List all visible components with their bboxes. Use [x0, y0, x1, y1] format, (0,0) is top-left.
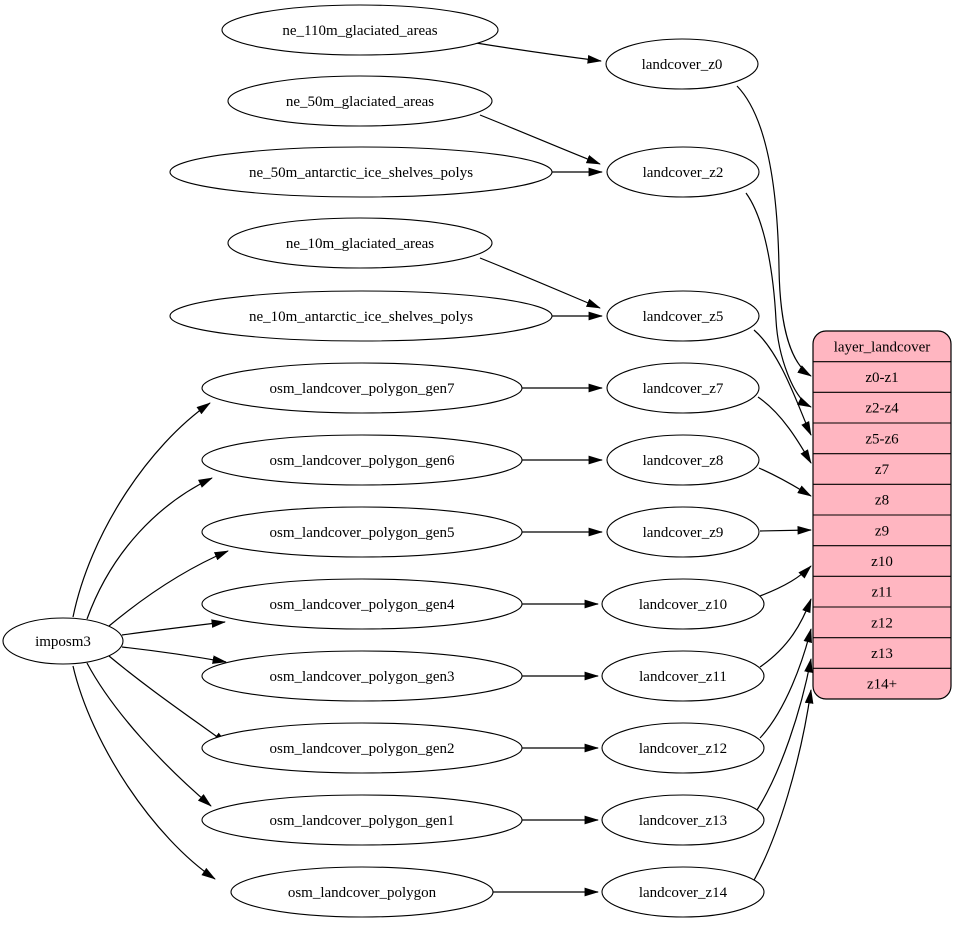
- record-row-z8: z8: [875, 493, 889, 509]
- node-ne_50m_antarctic_ice_shelves_polys: ne_50m_antarctic_ice_shelves_polys: [169, 146, 553, 198]
- record-row-z13: z13: [871, 646, 893, 662]
- svg-text:landcover_z7: landcover_z7: [643, 381, 724, 397]
- node-osm_landcover_polygon_gen5: osm_landcover_polygon_gen5: [201, 506, 523, 558]
- svg-text:landcover_z10: landcover_z10: [639, 597, 727, 613]
- edge-landcover_z2-layer_landcover: [745, 192, 812, 408]
- svg-text:landcover_z8: landcover_z8: [643, 453, 724, 469]
- edges-group: [72, 42, 814, 897]
- edge-imposm3-osm_landcover_polygon_gen6: [86, 477, 213, 620]
- node-landcover_z5: landcover_z5: [606, 290, 760, 342]
- svg-text:ne_10m_antarctic_ice_shelves_p: ne_10m_antarctic_ice_shelves_polys: [249, 309, 473, 325]
- svg-text:osm_landcover_polygon_gen3: osm_landcover_polygon_gen3: [270, 669, 455, 685]
- node-osm_landcover_polygon_gen3: osm_landcover_polygon_gen3: [201, 650, 523, 702]
- node-landcover_z10: landcover_z10: [601, 578, 765, 630]
- edge-ne_50m_glaciated_areas-landcover_z2: [479, 114, 601, 165]
- node-imposm3: imposm3: [2, 617, 124, 665]
- node-landcover_z13: landcover_z13: [601, 794, 765, 846]
- svg-text:ne_10m_glaciated_areas: ne_10m_glaciated_areas: [286, 236, 434, 252]
- svg-text:landcover_z14: landcover_z14: [639, 885, 728, 901]
- edge-landcover_z8-layer_landcover: [758, 467, 812, 497]
- svg-text:landcover_z11: landcover_z11: [639, 669, 727, 685]
- svg-text:ne_50m_glaciated_areas: ne_50m_glaciated_areas: [286, 94, 434, 110]
- svg-text:osm_landcover_polygon_gen2: osm_landcover_polygon_gen2: [270, 741, 455, 757]
- edge-imposm3-osm_landcover_polygon: [72, 665, 216, 880]
- record-row-z9: z9: [875, 523, 889, 539]
- node-ne_10m_glaciated_areas: ne_10m_glaciated_areas: [227, 217, 493, 269]
- svg-text:ne_110m_glaciated_areas: ne_110m_glaciated_areas: [282, 23, 437, 39]
- node-landcover_z7: landcover_z7: [606, 362, 760, 414]
- edge-imposm3-osm_landcover_polygon_gen7: [72, 402, 211, 618]
- edge-imposm3-osm_landcover_polygon_gen4: [121, 619, 226, 636]
- record-row-z14plus: z14+: [867, 677, 897, 693]
- record-row-z10: z10: [871, 554, 893, 570]
- edge-imposm3-osm_landcover_polygon_gen2: [108, 655, 228, 745]
- edge-landcover_z9-layer_landcover: [759, 525, 812, 535]
- node-osm_landcover_polygon_gen4: osm_landcover_polygon_gen4: [201, 578, 523, 630]
- svg-text:osm_landcover_polygon_gen6: osm_landcover_polygon_gen6: [270, 453, 455, 469]
- record-title: layer_landcover: [834, 340, 931, 356]
- svg-text:osm_landcover_polygon_gen4: osm_landcover_polygon_gen4: [270, 597, 455, 613]
- node-osm_landcover_polygon_gen6: osm_landcover_polygon_gen6: [201, 434, 523, 486]
- svg-text:landcover_z12: landcover_z12: [639, 741, 727, 757]
- svg-text:landcover_z13: landcover_z13: [639, 813, 727, 829]
- node-osm_landcover_polygon_gen1: osm_landcover_polygon_gen1: [201, 794, 523, 846]
- svg-text:landcover_z2: landcover_z2: [643, 165, 724, 181]
- node-osm_landcover_polygon: osm_landcover_polygon: [230, 866, 494, 918]
- node-landcover_z9: landcover_z9: [606, 506, 760, 558]
- svg-text:osm_landcover_polygon_gen7: osm_landcover_polygon_gen7: [270, 381, 455, 397]
- node-landcover_z0: landcover_z0: [605, 38, 759, 90]
- svg-text:landcover_z9: landcover_z9: [643, 525, 724, 541]
- record-row-z12: z12: [871, 615, 893, 631]
- node-landcover_z12: landcover_z12: [601, 722, 765, 774]
- node-landcover_z14: landcover_z14: [601, 866, 765, 918]
- edge-landcover_z5-layer_landcover: [753, 329, 812, 436]
- node-landcover_z11: landcover_z11: [601, 650, 765, 702]
- record-row-z7: z7: [875, 462, 890, 478]
- edge-ne_10m_glaciated_areas-landcover_z5: [479, 257, 601, 309]
- record-row-z2-z4: z2-z4: [865, 401, 899, 417]
- node-landcover_z8: landcover_z8: [606, 434, 760, 486]
- node-ne_10m_antarctic_ice_shelves_polys: ne_10m_antarctic_ice_shelves_polys: [169, 290, 553, 342]
- edge-landcover_z7-layer_landcover: [757, 396, 812, 464]
- edge-ne_110m_glaciated_areas-landcover_z0: [475, 42, 602, 64]
- svg-text:imposm3: imposm3: [35, 634, 91, 650]
- node-osm_landcover_polygon_gen7: osm_landcover_polygon_gen7: [201, 362, 523, 414]
- record-row-z0-z1: z0-z1: [865, 370, 898, 386]
- svg-text:landcover_z0: landcover_z0: [642, 57, 723, 73]
- node-osm_landcover_polygon_gen2: osm_landcover_polygon_gen2: [201, 722, 523, 774]
- edge-landcover_z11-layer_landcover: [759, 598, 812, 668]
- node-ne_110m_glaciated_areas: ne_110m_glaciated_areas: [221, 4, 499, 56]
- edge-landcover_z13-layer_landcover: [756, 658, 813, 811]
- record-layer_landcover: layer_landcover z0-z1 z2-z4 z5-z6 z7 z8 …: [812, 330, 952, 700]
- svg-text:ne_50m_antarctic_ice_shelves_p: ne_50m_antarctic_ice_shelves_polys: [249, 165, 473, 181]
- edge-landcover_z12-layer_landcover: [759, 628, 812, 739]
- node-landcover_z2: landcover_z2: [606, 146, 760, 198]
- edge-imposm3-osm_landcover_polygon_gen1: [86, 662, 212, 807]
- record-row-z5-z6: z5-z6: [865, 431, 899, 447]
- svg-text:osm_landcover_polygon_gen5: osm_landcover_polygon_gen5: [270, 525, 455, 541]
- svg-text:osm_landcover_polygon_gen1: osm_landcover_polygon_gen1: [270, 813, 455, 829]
- svg-text:landcover_z5: landcover_z5: [643, 309, 724, 325]
- record-row-z11: z11: [871, 585, 892, 601]
- edge-imposm3-osm_landcover_polygon_gen5: [108, 550, 229, 627]
- node-ne_50m_glaciated_areas: ne_50m_glaciated_areas: [227, 75, 493, 127]
- edge-landcover_z14-layer_landcover: [752, 689, 814, 883]
- svg-text:osm_landcover_polygon: osm_landcover_polygon: [288, 885, 437, 901]
- edge-landcover_z0-layer_landcover: [736, 85, 812, 377]
- edge-landcover_z10-layer_landcover: [759, 565, 812, 597]
- edge-imposm3-osm_landcover_polygon_gen3: [121, 646, 227, 664]
